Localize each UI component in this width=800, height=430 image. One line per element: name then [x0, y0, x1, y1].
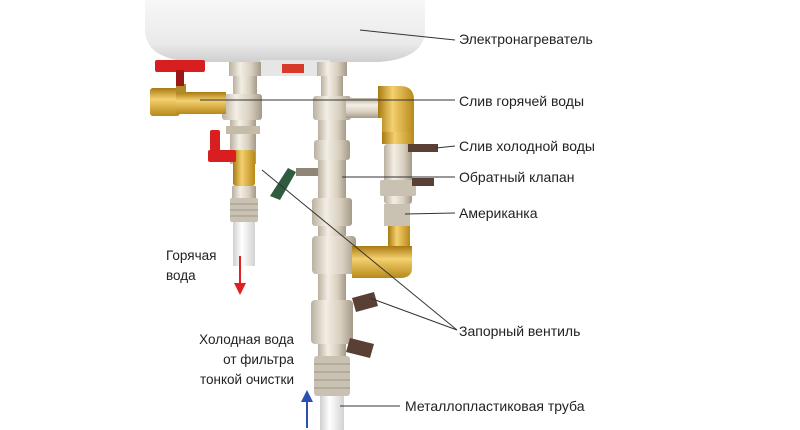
leader-cold-drain: [435, 145, 456, 149]
cold-water-column: [311, 62, 356, 430]
leader-shutoff-a: [261, 169, 458, 331]
cold-drain-branch: [346, 86, 438, 278]
cold-water-caption: Холодная вода от фильтра тонкой очистки: [178, 330, 294, 390]
leader-heater: [359, 29, 456, 41]
cold-water-caption-line2: от фильтра: [223, 352, 294, 367]
leader-lines: [200, 29, 458, 407]
hot-water-caption: Горячая вода: [166, 246, 216, 286]
label-heater: Электронагреватель: [459, 31, 593, 47]
hot-outlet-tap: [208, 130, 258, 266]
hot-drain-ball-valve: [150, 60, 226, 116]
cold-water-caption-line3: тонкой очистки: [199, 372, 294, 387]
cold-water-caption-line1: Холодная вода: [199, 332, 294, 347]
label-pipe: Металлопластиковая труба: [405, 398, 585, 414]
hot-water-caption-line1: Горячая: [166, 248, 217, 263]
label-check-valve: Обратный клапан: [459, 169, 575, 185]
leader-shutoff-b: [369, 297, 458, 331]
shutoff-valve-handles: [346, 292, 378, 358]
label-hot-drain: Слив горячей воды: [459, 93, 585, 109]
leader-union: [404, 212, 456, 215]
check-valve-lever: [270, 168, 318, 200]
label-cold-drain: Слив холодной воды: [459, 138, 595, 154]
label-union: Американка: [459, 205, 538, 221]
label-shutoff: Запорный вентиль: [459, 323, 581, 339]
cold-water-arrow: [301, 390, 313, 428]
hot-water-caption-line2: вода: [166, 268, 196, 283]
water-heater-tank: [145, 0, 425, 76]
hot-water-arrow: [234, 256, 246, 295]
hot-water-riser: [222, 62, 262, 164]
